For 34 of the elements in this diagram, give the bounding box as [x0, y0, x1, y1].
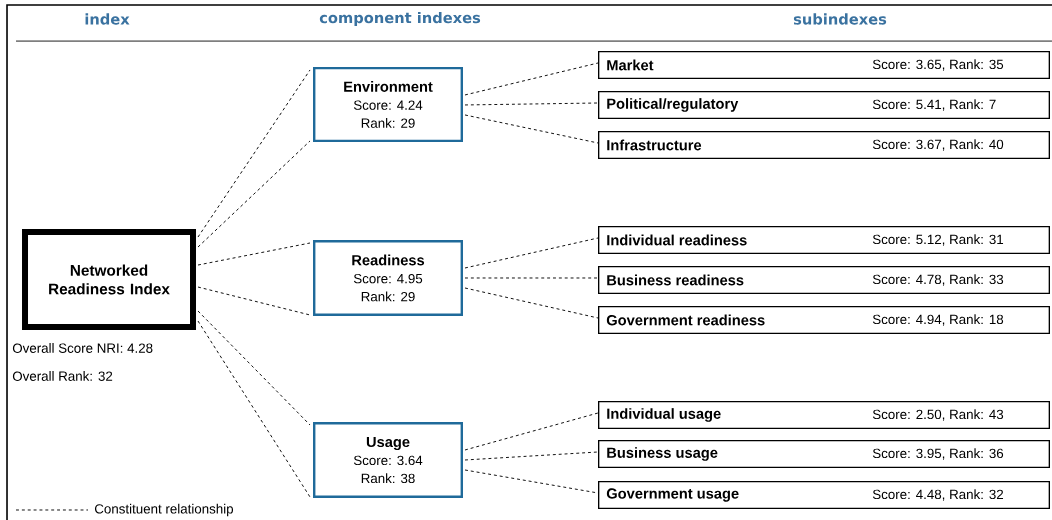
subindex-box: Infrastructure Score: 3.67, Rank: 40: [598, 131, 1050, 159]
component-box: Readiness Score: 4.95 Rank: 29: [313, 240, 463, 316]
subindex-box: Market Score: 3.65, Rank: 35: [598, 51, 1050, 79]
connector-line: [464, 287, 599, 319]
column-header: component indexes: [319, 11, 481, 27]
connector-line: [464, 451, 599, 461]
connector-line: [197, 286, 311, 316]
subindex-box: Individual usage Score: 2.50, Rank: 43: [598, 401, 1050, 429]
connector-line: [464, 114, 599, 144]
connector-line: [197, 69, 311, 238]
connector-line: [197, 320, 311, 498]
column-header: index: [85, 13, 130, 25]
subindex-box: Individual readiness Score: 5.12, Rank: 31: [598, 226, 1050, 254]
connector-line: [464, 412, 599, 451]
subindex-box: Government usage Score: 4.48, Rank: 32: [598, 481, 1050, 509]
connector-line: [197, 310, 311, 426]
connector-line: [464, 277, 599, 279]
subindex-box: Business usage Score: 3.95, Rank: 36: [598, 440, 1050, 468]
column-header: subindexes: [793, 13, 887, 25]
index-box: Networked Readiness Index Overall Score NRI: 4.28 Overall Rank: 32: [12, 229, 196, 381]
connector-line: [464, 237, 599, 269]
legend-text: Constituent relationship: [94, 503, 234, 517]
connector-line: [464, 62, 599, 96]
connector-line: [197, 242, 311, 266]
connector-line: [464, 469, 599, 494]
subindex-box: Political/regulatory Score: 5.41, Rank: 7: [598, 91, 1050, 119]
component-box: Environment Score: 4.24 Rank: 29: [313, 66, 463, 143]
component-box: Usage Score: 3.64 Rank: 38: [313, 422, 463, 498]
subindex-box: Business readiness Score: 4.78, Rank: 33: [598, 266, 1050, 294]
connector-line: [197, 140, 311, 248]
connector-line: [464, 102, 599, 106]
subindex-box: Government readiness Score: 4.94, Rank: 18: [598, 306, 1050, 334]
node-label: Overall Rank: 32: [12, 371, 113, 381]
node-label: Overall Score NRI: 4.28: [12, 343, 153, 353]
